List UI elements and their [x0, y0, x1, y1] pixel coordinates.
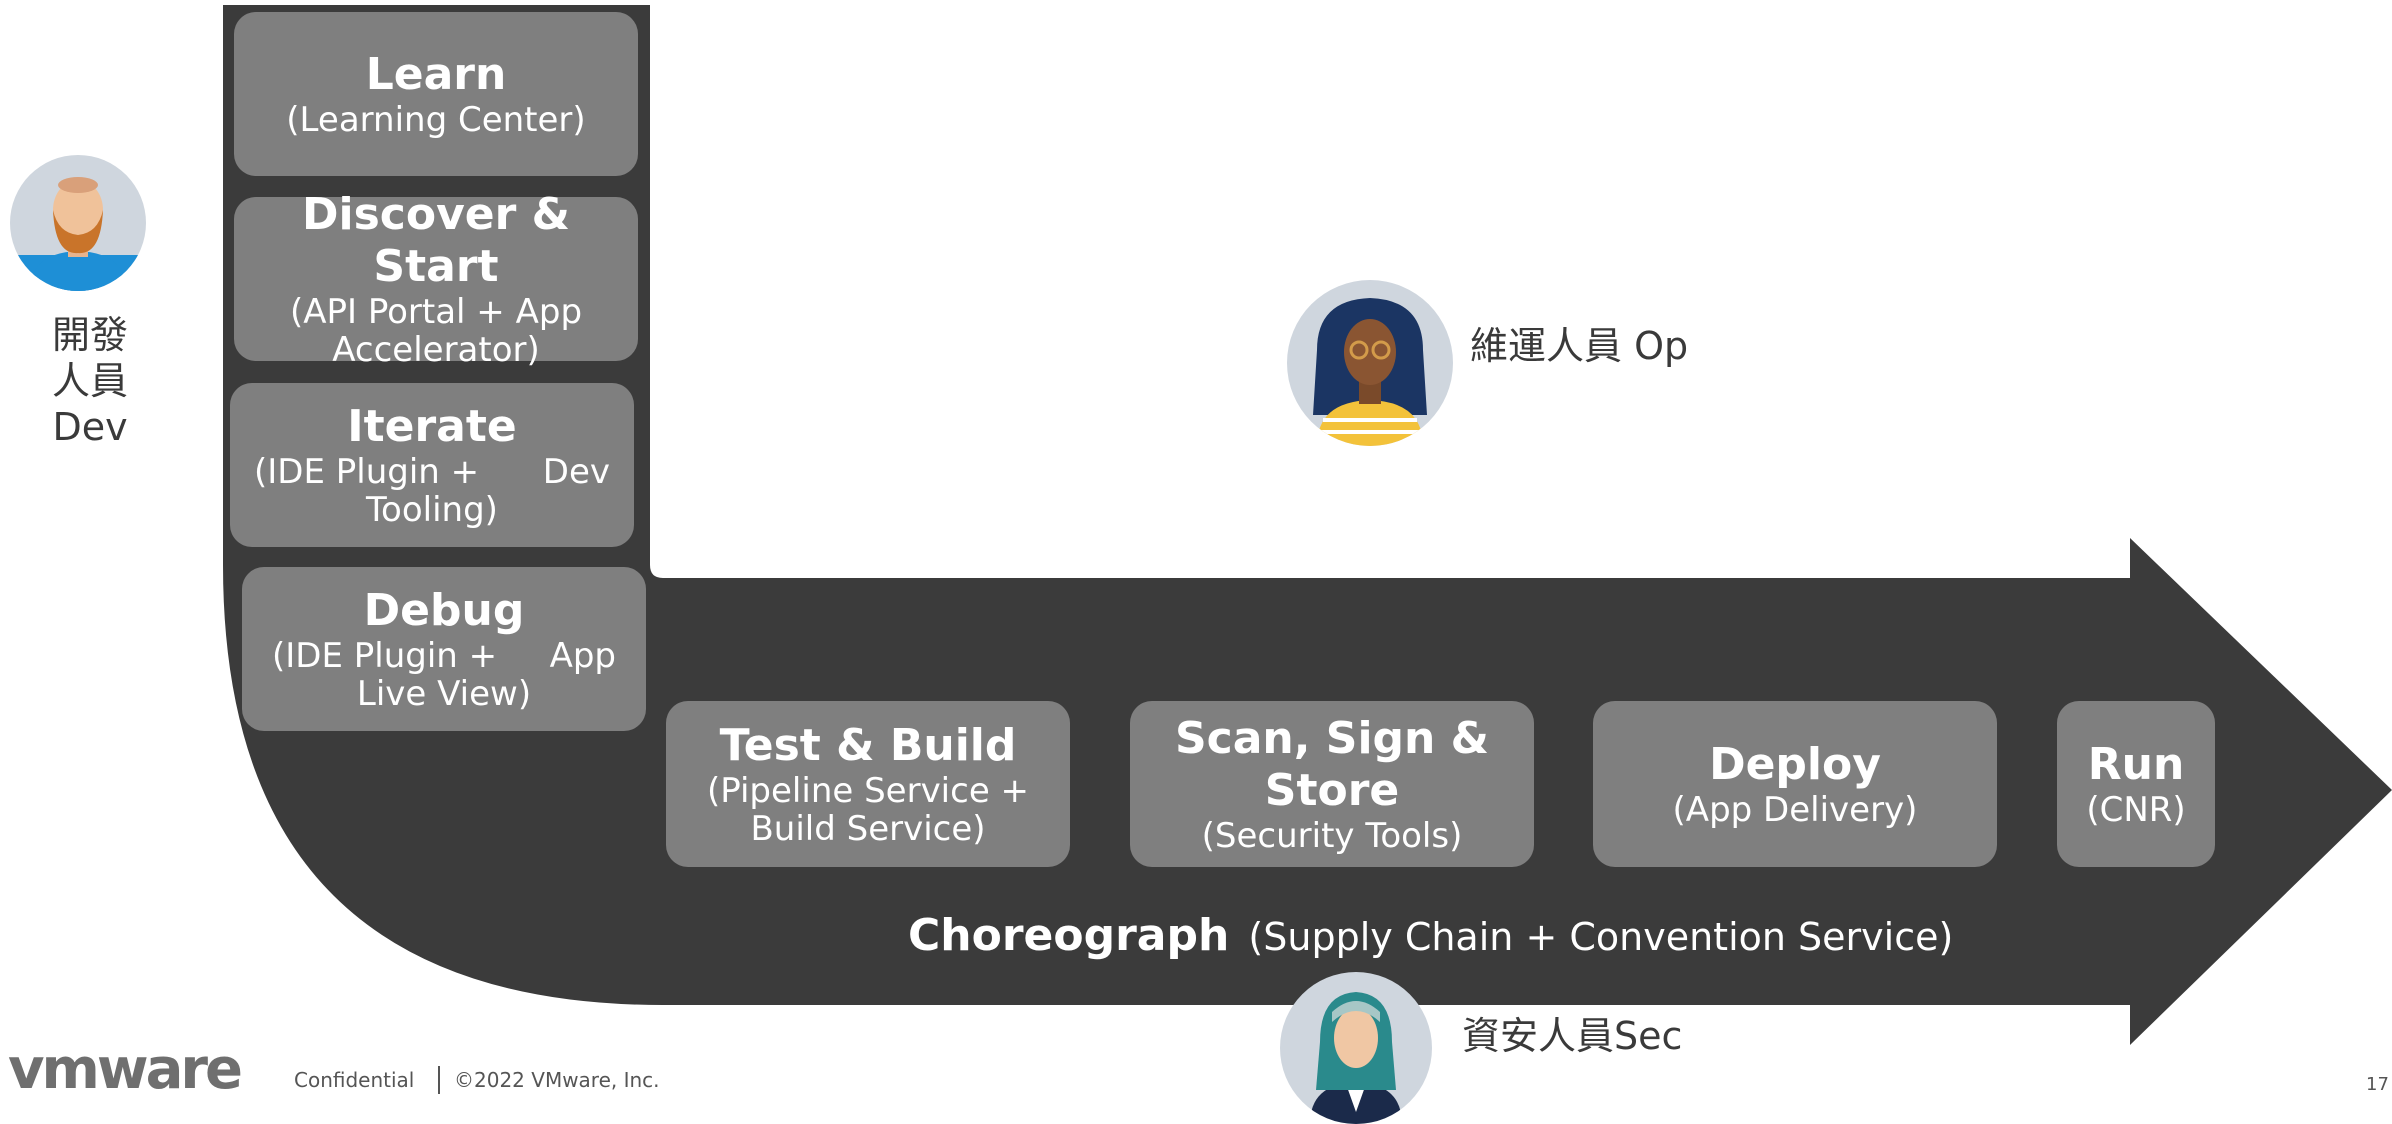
stage-test-build-title: Test & Build — [719, 720, 1017, 771]
stage-scan-title-1: Scan, Sign & — [1174, 713, 1490, 764]
vmware-logo: vmware — [8, 1037, 243, 1102]
stage-iterate-title: Iterate — [347, 401, 517, 452]
stage-learn-title: Learn — [365, 49, 507, 100]
stage-debug: Debug (IDE Plugin + App Live View) — [242, 567, 646, 731]
stage-scan-sign-store: Scan, Sign & Store (Security Tools) — [1130, 701, 1534, 867]
stage-test-build-subtitle-2: Build Service) — [750, 809, 986, 849]
dev-role-label: 開發 人員 Dev — [52, 312, 128, 450]
dev-avatar — [10, 155, 146, 291]
op-avatar — [1287, 280, 1453, 446]
stage-discover: Discover & Start (API Portal + App Accel… — [234, 189, 638, 369]
footer-divider — [438, 1066, 440, 1094]
choreograph-label: Choreograph (Supply Chain + Convention S… — [908, 910, 1953, 961]
stage-learn: Learn (Learning Center) — [234, 12, 638, 176]
stage-test-build: Test & Build (Pipeline Service + Build S… — [666, 701, 1070, 867]
stage-debug-subtitle-2: Live View) — [356, 674, 532, 714]
stage-debug-subtitle-1: (IDE Plugin + — [272, 636, 498, 676]
stage-iterate-side-label: Dev — [542, 452, 610, 492]
stage-iterate-subtitle-1: (IDE Plugin + — [254, 452, 480, 492]
choreograph-title: Choreograph — [908, 910, 1230, 961]
stage-learn-subtitle: (Learning Center) — [286, 100, 586, 140]
stage-debug-title: Debug — [363, 585, 525, 636]
footer-confidential: Confidential — [294, 1068, 415, 1092]
stage-run: Run (CNR) — [2057, 701, 2215, 867]
stage-discover-title: Discover & Start — [301, 189, 571, 292]
stage-discover-subtitle-1: (API Portal + App — [289, 292, 583, 332]
stage-deploy: Deploy (App Delivery) — [1593, 701, 1997, 867]
footer-copyright: ©2022 VMware, Inc. — [454, 1068, 660, 1092]
stage-scan-title-2: Store — [1264, 765, 1400, 816]
stage-debug-side-label: App — [549, 636, 616, 676]
stage-scan-subtitle: (Security Tools) — [1201, 816, 1463, 856]
stage-discover-subtitle-2: Accelerator) — [332, 330, 540, 370]
dev-role-line-2: 人員 — [52, 359, 129, 403]
page-number: 17 — [2366, 1074, 2389, 1095]
stage-deploy-title: Deploy — [1709, 739, 1881, 790]
dev-role-line-1: 開發 — [52, 313, 129, 357]
sec-avatar — [1280, 972, 1432, 1124]
dev-role-line-3: Dev — [52, 405, 128, 449]
sec-role-label: 資安人員Sec — [1462, 1014, 1683, 1058]
stage-test-build-subtitle-1: (Pipeline Service + — [706, 771, 1030, 811]
op-role-label: 維運人員 Op — [1470, 324, 1689, 368]
stage-iterate: Iterate (IDE Plugin + Dev Tooling) — [230, 383, 634, 547]
stage-deploy-subtitle: (App Delivery) — [1672, 790, 1918, 830]
choreograph-subtitle: (Supply Chain + Convention Service) — [1248, 915, 1954, 959]
stage-run-title: Run — [2087, 739, 2185, 790]
stage-run-subtitle: (CNR) — [2086, 790, 2186, 830]
stage-iterate-subtitle-2: Tooling) — [366, 490, 498, 530]
